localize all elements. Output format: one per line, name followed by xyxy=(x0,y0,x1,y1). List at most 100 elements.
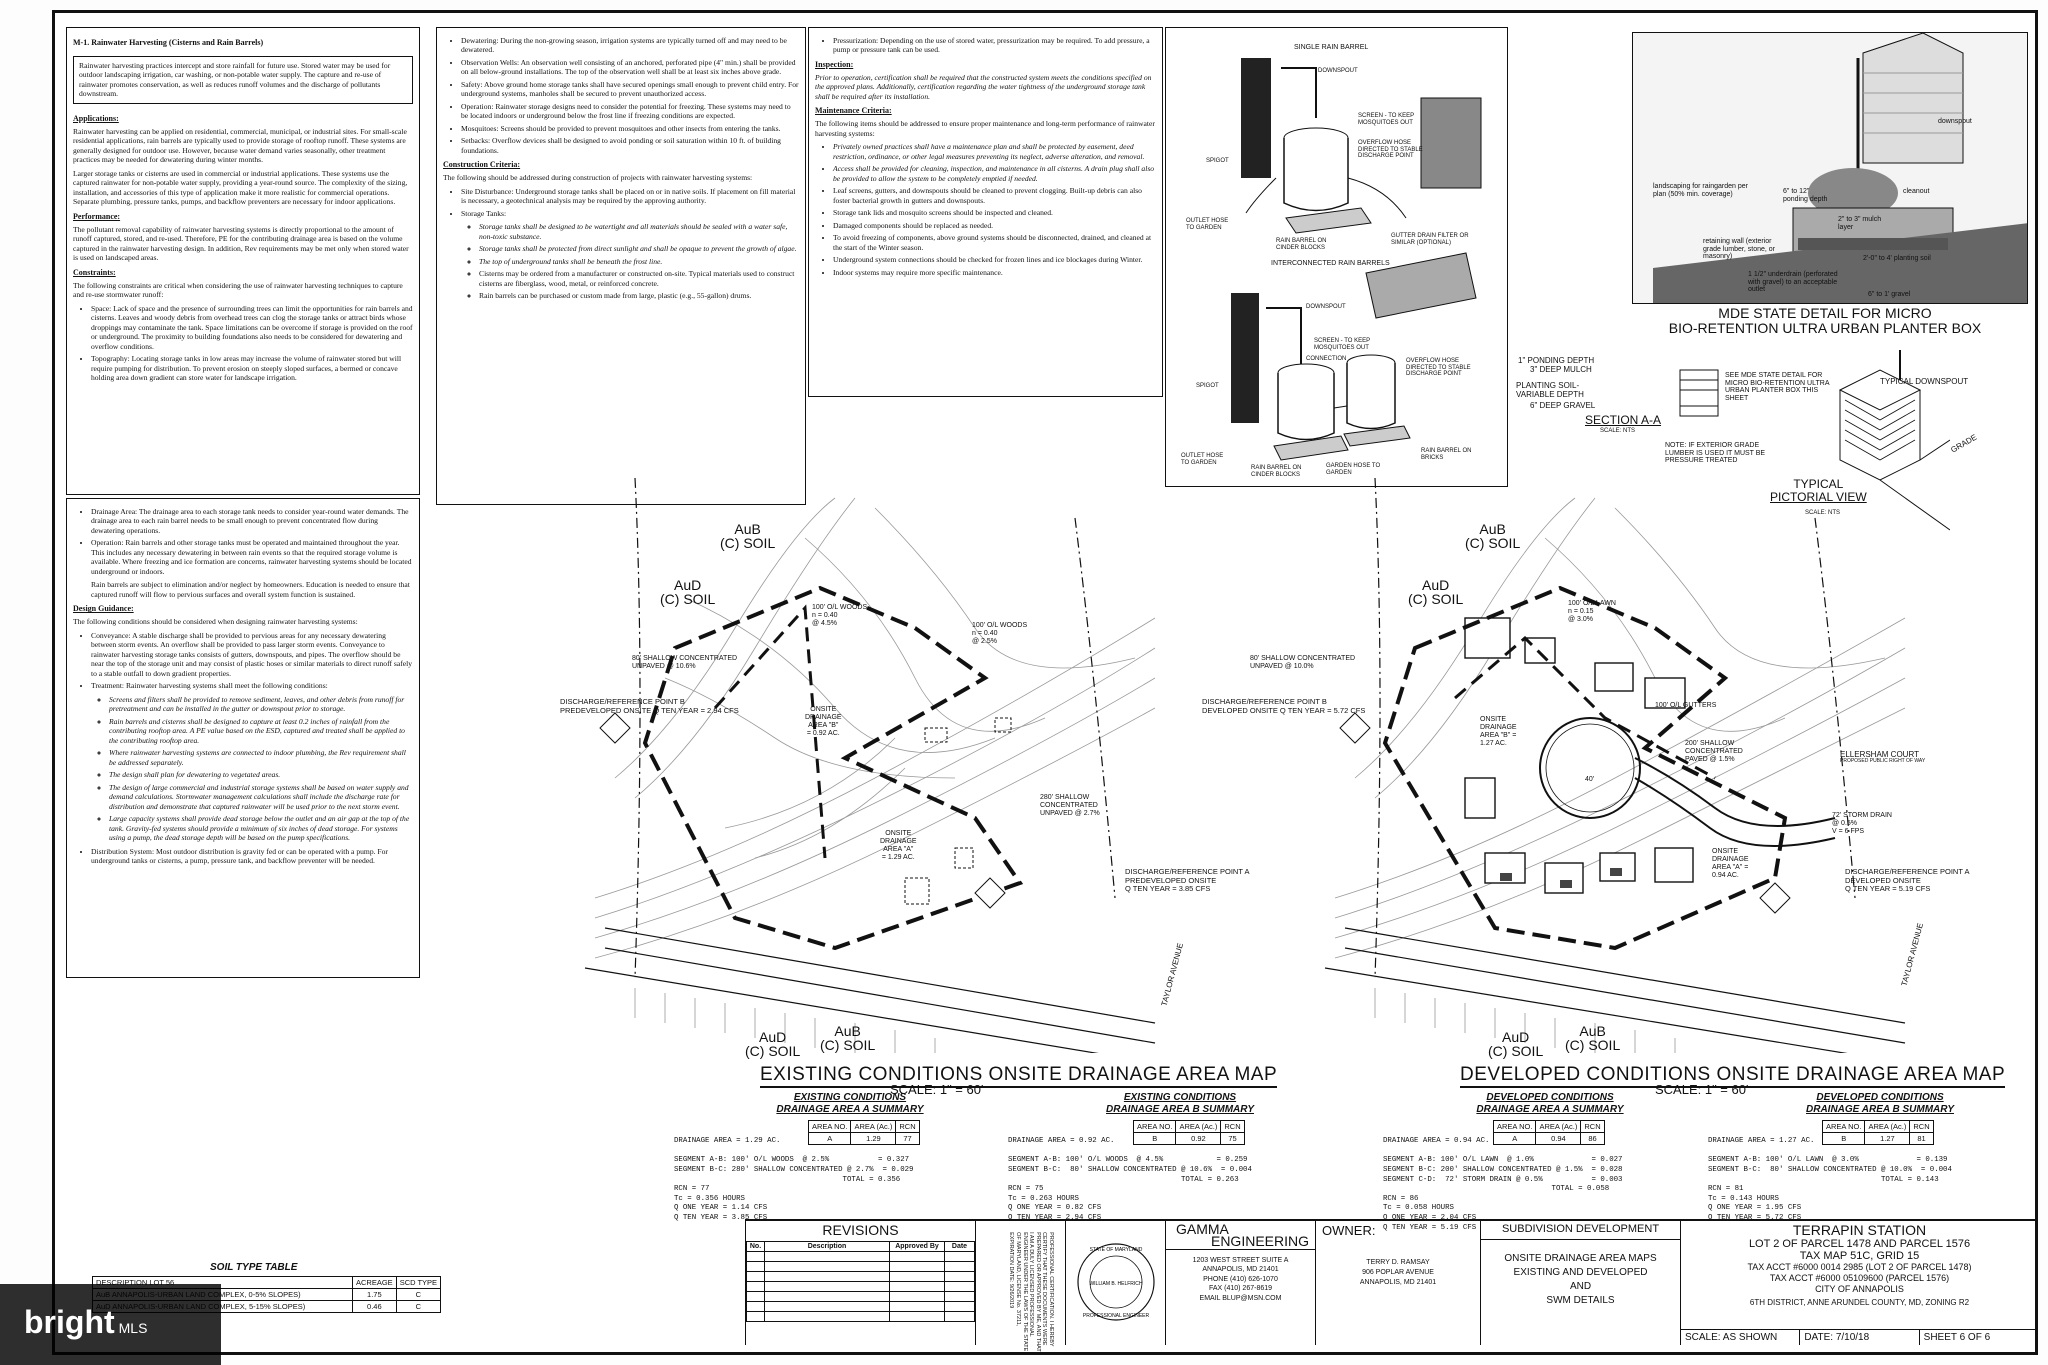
mde-detail-title: MDE STATE DETAIL FOR MICRO BIO-RETENTION… xyxy=(1668,305,1982,337)
maintenance-5: Damaged components should be replaced as… xyxy=(833,221,1156,230)
project-taxmap: TAX MAP 51C, GRID 15 xyxy=(1799,1250,1920,1262)
revisions-title: REVISIONS xyxy=(822,1222,899,1238)
dev-area-a: ONSITE DRAINAGE AREA "A" = 0.94 AC. xyxy=(1712,848,1749,880)
performance-heading: Performance: xyxy=(73,211,121,221)
single-barrel-title: SINGLE RAIN BARREL xyxy=(1294,44,1369,51)
rainwater-harvesting-notes-right: Pressurization: Depending on the use of … xyxy=(808,27,1163,397)
engineer-block: GAMMA ENGINEERING 1203 WEST STREET SUITE… xyxy=(1165,1219,1315,1345)
setbacks-item: Setbacks: Overflow devices shall be desi… xyxy=(461,136,799,155)
engineer-seal-icon: STATE OF MARYLAND WILLIAM B. HELFRICH PR… xyxy=(1077,1243,1155,1321)
planter-section-drawing xyxy=(1679,350,1950,531)
applications-text-1: Rainwater harvesting can be applied on r… xyxy=(73,126,407,165)
subdivision-heading: SUBDIVISION DEVELOPMENT xyxy=(1481,1219,1680,1240)
developed-map-scale: SCALE: 1" = 60' xyxy=(1655,1082,1749,1097)
lbl-planting: 2'-0" to 4' planting soil xyxy=(1863,255,1931,262)
lbl-gutter-drain: GUTTER DRAIN FILTER OR SIMILAR (OPTIONAL… xyxy=(1391,233,1469,246)
drainage-area-item: Drainage Area: The drainage area to each… xyxy=(91,507,413,535)
dev-soil-aub-top: AuB(C) SOIL xyxy=(1465,521,1521,551)
treatment-5: The design of large commercial and indus… xyxy=(109,783,413,811)
storage-4: Cisterns may be ordered from a manufactu… xyxy=(479,269,799,288)
project-block: TERRAPIN STATION LOT 2 OF PARCEL 1478 AN… xyxy=(1680,1219,2038,1345)
lbl-planter-downspout: downspout xyxy=(1938,118,1972,125)
lbl-section-planting: PLANTING SOIL- VARIABLE DEPTH xyxy=(1516,381,1584,399)
maintenance-6: To avoid freezing of components, above g… xyxy=(833,233,1156,252)
planter-box-section-detail: downspout landscaping for raingarden per… xyxy=(1632,32,2028,304)
soil-table-title: SOIL TYPE TABLE xyxy=(210,1262,298,1273)
rain-barrel-detail: SINGLE RAIN BARREL DOWNSPOUT SCREEN - TO… xyxy=(1165,27,1508,487)
dev-shallow-200: 200' SHALLOW CONCENTRATED PAVED @ 1.5% xyxy=(1685,740,1743,764)
design-text: The following conditions should be consi… xyxy=(73,617,358,627)
lbl-cleanout: cleanout xyxy=(1903,188,1930,195)
treatment-1: Screens and filters shall be provided to… xyxy=(109,695,413,714)
interconnected-title: INTERCONNECTED RAIN BARRELS xyxy=(1271,260,1390,267)
applications-heading: Applications: xyxy=(73,113,119,123)
pictorial-scale: SCALE: NTS xyxy=(1805,510,1841,516)
operation-item: Operation: Rain barrels and other storag… xyxy=(91,538,413,576)
dev-gutters: 100' O/L GUTTERS xyxy=(1655,702,1717,709)
owner-heading: OWNER: xyxy=(1322,1223,1376,1238)
ex-soil-aub-bottom: AuB(C) SOIL xyxy=(820,1023,876,1053)
sheet-number: SHEET 6 OF 6 xyxy=(1923,1332,1991,1343)
pressurization-item: Pressurization: Depending on the use of … xyxy=(833,36,1156,55)
treatment-item: Treatment: Rainwater harvesting systems … xyxy=(91,681,413,690)
maintenance-8: Indoor systems may require more specific… xyxy=(833,268,1156,277)
certification-block: PROFESSIONAL CERTIFICATION. I HEREBY CER… xyxy=(975,1219,1065,1352)
construction-text: The following should be addressed during… xyxy=(443,173,753,183)
lbl-section-gravel: 6" DEEP GRAVEL xyxy=(1530,401,1596,410)
distribution-item: Distribution System: Most outdoor distri… xyxy=(91,847,413,866)
lbl-connection: CONNECTION xyxy=(1306,356,1347,362)
storage-tanks-item: Storage Tanks: xyxy=(461,209,799,218)
lbl-landscaping: landscaping for raingarden per plan (50%… xyxy=(1653,183,1748,198)
lbl-underdrain: 1 1/2" underdrain (perforated with grave… xyxy=(1748,271,1838,294)
treatment-2: Rain barrels and cisterns shall be desig… xyxy=(109,717,413,745)
dev-storm-drain: 72' STORM DRAIN@ 0.5%V = 6 FPS xyxy=(1832,812,1892,836)
lbl-garden-hose: GARDEN HOSE TO GARDEN xyxy=(1326,463,1381,476)
lbl-spigot-2: SPIGOT xyxy=(1196,383,1219,389)
storage-1: Storage tanks shall be designed to be wa… xyxy=(479,222,799,241)
safety-item: Safety: Above ground home storage tanks … xyxy=(461,80,799,99)
dev-shallow-80: 80' SHALLOW CONCENTRATED UNPAVED @ 10.0% xyxy=(1250,655,1356,671)
performance-text: The pollutant removal capability of rain… xyxy=(73,224,409,263)
dev-soil-aud-bottom: AuD(C) SOIL xyxy=(1488,1029,1544,1059)
lbl-ponding: 6" to 12" ponding depth xyxy=(1783,188,1828,203)
ex-b-calculations: DRAINAGE AREA = 0.92 AC. SEGMENT A-B: 10… xyxy=(1008,1137,1252,1222)
sheet-info-row: SCALE: AS SHOWN DATE: 7/10/18 SHEET 6 OF… xyxy=(1680,1329,2038,1345)
ex-soil-aub-top: AuB(C) SOIL xyxy=(720,521,776,551)
site-disturbance-item: Site Disturbance: Underground storage ta… xyxy=(461,187,799,206)
mosquitoes-item: Mosquitoes: Screens should be provided t… xyxy=(461,124,799,133)
dev-cul-de-sac-40: 40' xyxy=(1585,776,1595,783)
inspection-heading: Inspection: xyxy=(815,59,854,69)
existing-conditions-map xyxy=(584,478,1156,1053)
lbl-screen-2: SCREEN - TO KEEP MOSQUITOES OUT xyxy=(1314,338,1371,351)
project-name: TERRAPIN STATION xyxy=(1792,1222,1927,1238)
topography-item: Topography: Locating storage tanks in lo… xyxy=(91,354,413,382)
lbl-section-ponding: 1" PONDING DEPTH xyxy=(1518,356,1595,365)
construction-heading: Construction Criteria: xyxy=(443,160,521,170)
inspection-text: Prior to operation, certification shall … xyxy=(815,72,1152,101)
lbl-typ-downspout: TYPICAL DOWNSPOUT xyxy=(1880,377,1969,386)
title-block-top-rule xyxy=(745,1219,2038,1221)
maintenance-7: Underground system connections should be… xyxy=(833,255,1156,264)
project-accounts: TAX ACCT #6000 0014 2985 (LOT 2 OF PARCE… xyxy=(1747,1262,1972,1294)
dev-a-calculations: DRAINAGE AREA = 0.94 AC. SEGMENT A-B: 10… xyxy=(1383,1137,1623,1232)
treatment-6: Large capacity systems shall provide dea… xyxy=(109,814,413,842)
lbl-mulch: 2" to 3" mulch layer xyxy=(1838,216,1882,231)
treatment-3: Where rainwater harvesting systems are c… xyxy=(109,748,413,767)
conveyance-item: Conveyance: A stable discharge shall be … xyxy=(91,631,413,678)
certification-text: PROFESSIONAL CERTIFICATION. I HEREBY CER… xyxy=(1008,1232,1055,1352)
existing-map-title: EXISTING CONDITIONS ONSITE DRAINAGE AREA… xyxy=(760,1064,1278,1088)
lbl-see-mde: SEE MDE STATE DETAIL FOR MICRO BIO-RETEN… xyxy=(1725,372,1830,403)
